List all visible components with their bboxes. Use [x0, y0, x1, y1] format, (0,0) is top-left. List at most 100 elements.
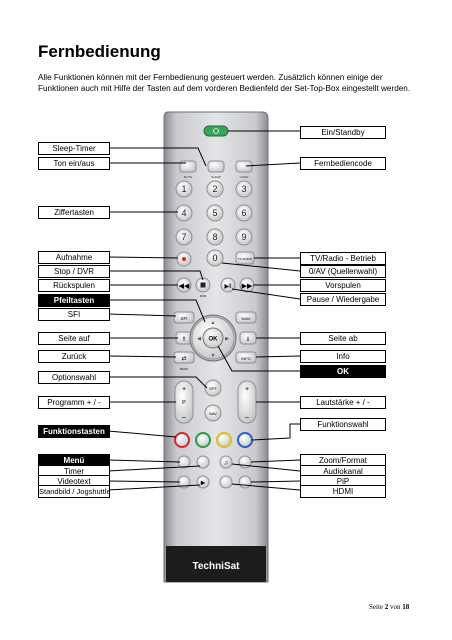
timer-key[interactable]: [196, 455, 210, 469]
mute-button[interactable]: MUTE: [179, 160, 197, 179]
svg-text:3: 3: [241, 184, 246, 194]
svg-text:◀◀: ◀◀: [179, 283, 190, 290]
back-button[interactable]: ⇄: [173, 351, 195, 364]
info-button[interactable]: INFO: [235, 351, 257, 364]
svg-text:▲: ▲: [211, 320, 216, 326]
power-button[interactable]: [203, 125, 229, 137]
key-8[interactable]: 8: [206, 228, 224, 246]
svg-text:SLEEP: SLEEP: [211, 175, 221, 179]
record-button[interactable]: [176, 251, 192, 267]
svg-text:▼: ▼: [211, 353, 216, 359]
svg-text:NAV: NAV: [209, 411, 217, 416]
label-av-quellenwahl: 0/AV (Quellenwahl): [300, 265, 386, 278]
label-aufnahme: Aufnahme: [38, 251, 110, 264]
page-down-button[interactable]: ⇓: [239, 331, 257, 345]
label-standbild: Standbild / Jogshuttle: [38, 485, 110, 498]
sfi-button[interactable]: SFI: [173, 311, 195, 324]
key-0[interactable]: 0: [206, 249, 224, 267]
label-hdmi: HDMI: [300, 485, 386, 498]
callout-lines: [107, 130, 301, 491]
label-fernbediencode: Fernbediencode: [300, 157, 386, 170]
label-optionswahl: Optionswahl: [38, 371, 110, 384]
svg-text:▶: ▶: [225, 336, 229, 342]
label-info: Info: [300, 350, 386, 363]
svg-text:OK: OK: [209, 337, 219, 343]
label-seite-auf: Seite auf: [38, 332, 110, 345]
still-image-key[interactable]: ▶: [196, 475, 210, 489]
key-2[interactable]: 2: [206, 180, 224, 198]
svg-text:6: 6: [241, 208, 246, 218]
svg-text:7: 7: [181, 232, 186, 242]
label-funktionswahl: Funktionswahl: [300, 418, 386, 431]
label-rueckspulen: Rückspulen: [38, 279, 110, 292]
svg-text:♫: ♫: [224, 461, 229, 467]
svg-text:▶: ▶: [201, 481, 206, 487]
back-key-label: BACK: [180, 367, 188, 371]
nav-button[interactable]: NAV: [204, 404, 222, 422]
svg-text:◀: ◀: [197, 336, 201, 342]
volume-rocker[interactable]: + –: [237, 380, 257, 424]
code-button[interactable]: CODE: [235, 160, 253, 179]
rewind-button[interactable]: ◀◀: [176, 277, 192, 293]
key-3[interactable]: 3: [235, 180, 253, 198]
label-pause-wiedergabe: Pause / Wiedergabe: [300, 293, 386, 306]
svg-text:TV RADIO: TV RADIO: [238, 257, 253, 261]
page-title: Fernbedienung: [38, 42, 161, 61]
label-programm: Programm + / -: [38, 396, 110, 409]
svg-text:▶▶: ▶▶: [242, 283, 253, 290]
sleep-button[interactable]: SLEEP: [207, 160, 225, 179]
svg-text:MUTE: MUTE: [184, 175, 193, 179]
page-number: 2: [384, 603, 389, 611]
blue-function-key[interactable]: [237, 432, 253, 448]
svg-text:INFO: INFO: [241, 356, 251, 361]
dvr-key-label: DVR: [200, 294, 207, 298]
key-4[interactable]: 4: [175, 204, 193, 222]
key-7[interactable]: 7: [175, 228, 193, 246]
svg-text:⇑: ⇑: [181, 336, 186, 343]
svg-text:0: 0: [212, 253, 217, 263]
svg-text:SFI: SFI: [180, 316, 187, 321]
brand-logo: TechniSat: [192, 561, 240, 572]
svg-text:OPT: OPT: [209, 386, 218, 391]
page-total: 18: [402, 603, 410, 611]
audio-key[interactable]: ♫: [219, 455, 233, 469]
svg-text:+: +: [245, 386, 249, 393]
key-9[interactable]: 9: [235, 228, 253, 246]
program-rocker[interactable]: + P –: [174, 380, 194, 424]
navi-button[interactable]: NAVI: [235, 311, 257, 324]
opt-button[interactable]: OPT: [204, 379, 222, 397]
label-sleep-timer: Sleep-Timer: [38, 142, 110, 155]
ok-button[interactable]: OK: [202, 327, 224, 349]
stop-button[interactable]: [195, 277, 211, 293]
svg-text:2: 2: [212, 184, 217, 194]
label-ok: OK: [300, 365, 386, 378]
svg-text:⇄: ⇄: [181, 355, 186, 362]
forward-button[interactable]: ▶▶: [239, 277, 255, 293]
label-sfi: SFI: [38, 308, 110, 321]
yellow-function-key[interactable]: [216, 432, 232, 448]
svg-text:1: 1: [181, 184, 186, 194]
label-ziffertasten: Ziffertasten: [38, 206, 110, 219]
label-ton-ein-aus: Ton ein/aus: [38, 157, 110, 170]
pip-key[interactable]: [219, 475, 233, 489]
label-ein-standby: Ein/Standby: [300, 126, 386, 139]
label-pfeiltasten: Pfeiltasten: [38, 294, 110, 307]
svg-text:P: P: [182, 400, 186, 406]
label-seite-ab: Seite ab: [300, 332, 386, 345]
play-pause-button[interactable]: ▶‖: [220, 277, 236, 293]
svg-text:–: –: [245, 414, 249, 421]
key-5[interactable]: 5: [206, 204, 224, 222]
key-1[interactable]: 1: [175, 180, 193, 198]
green-function-key[interactable]: [195, 432, 211, 448]
key-6[interactable]: 6: [235, 204, 253, 222]
page-footer: Seite 2 von 18: [369, 603, 410, 611]
hdmi-key[interactable]: [238, 475, 252, 489]
svg-text:8: 8: [212, 232, 217, 242]
label-funktionstasten: Funktionstasten: [38, 425, 110, 438]
svg-text:–: –: [182, 414, 186, 421]
red-function-key[interactable]: [174, 432, 190, 448]
svg-text:▶‖: ▶‖: [224, 284, 231, 290]
tv-radio-button[interactable]: TV RADIO: [235, 251, 255, 265]
intro-paragraph: Alle Funktionen können mit der Fernbedie…: [38, 73, 411, 93]
